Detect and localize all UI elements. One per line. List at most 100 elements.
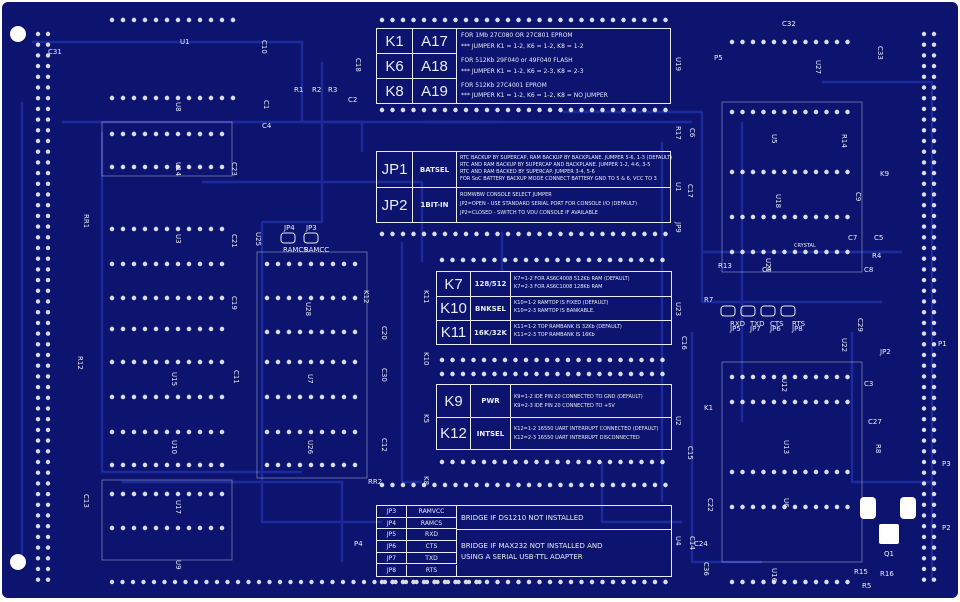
designator-label: Q1	[884, 550, 894, 558]
k12-name: INTSEL	[471, 418, 511, 449]
pcb-pad	[341, 429, 347, 435]
pcb-pad	[931, 427, 937, 433]
k11-name: 16K/32K	[471, 321, 511, 344]
pcb-pad	[845, 374, 850, 380]
pcb-pad	[35, 128, 41, 133]
pcb-pad	[642, 231, 647, 237]
designator-label: JP4	[284, 224, 295, 232]
designator-label: JP5	[730, 325, 741, 333]
pcb-pad	[477, 579, 482, 585]
pcb-pad	[544, 371, 550, 377]
pcb-pad	[35, 342, 41, 347]
pcb-pad	[481, 371, 487, 377]
pcb-trace	[100, 132, 302, 474]
designator-label: JP9	[674, 222, 682, 233]
eprom-note: *** JUMPER K1 = 1-2, K6 = 1-2, K8 = 1-2	[461, 43, 584, 50]
designator-label: C24	[694, 540, 708, 548]
pcb-pad	[197, 17, 203, 23]
pcb-pad	[921, 384, 927, 390]
pcb-pad	[610, 579, 616, 585]
pcb-pad	[792, 504, 798, 510]
pcb-pad	[109, 429, 115, 435]
pcb-pad	[771, 109, 777, 115]
pcb-pad	[544, 257, 550, 263]
transistor-pad	[879, 524, 899, 544]
pcb-pad	[267, 579, 272, 585]
pcb-pad	[341, 462, 347, 468]
pcb-pad	[537, 107, 542, 113]
pcb-pad	[921, 74, 927, 80]
pcb-pad	[649, 459, 655, 465]
pcb-pad	[411, 107, 416, 113]
pcb-pad	[610, 17, 616, 23]
pcb-pad	[131, 295, 137, 301]
pcb-pad	[921, 545, 927, 550]
designator-label: C8	[864, 266, 874, 274]
pcb-pad	[492, 459, 497, 465]
pcb-pad	[35, 310, 41, 315]
pcb-pad	[824, 109, 829, 115]
pcb-pad	[568, 482, 574, 488]
pcb-pad	[45, 342, 51, 347]
pcb-pad	[750, 109, 756, 115]
pcb-pad	[275, 329, 281, 335]
pcb-pad	[330, 462, 336, 468]
pcb-pad	[824, 399, 829, 405]
pcb-pad	[175, 295, 181, 301]
pcb-pad	[45, 42, 51, 47]
pcb-pad	[197, 525, 203, 531]
pcb-pad	[523, 459, 529, 465]
pcb-pad	[921, 245, 927, 251]
designator-label: U12	[780, 378, 788, 393]
pcb-pad	[931, 288, 937, 293]
pcb-pad	[526, 579, 532, 585]
pcb-pad	[740, 579, 745, 585]
pcb-pad	[219, 17, 225, 23]
pcb-pad	[782, 399, 787, 405]
pcb-pad	[761, 109, 766, 115]
pcb-pad	[931, 277, 937, 283]
pcb-pad	[45, 566, 51, 572]
pcb-pad	[495, 107, 500, 113]
regulator-tab	[860, 497, 876, 519]
pcb-pad	[921, 213, 927, 219]
pcb-pad	[120, 226, 126, 232]
pcb-pad	[35, 106, 41, 112]
pcb-pad	[845, 39, 850, 45]
pcb-pad	[35, 384, 41, 390]
pcb-pad	[921, 427, 927, 433]
designator-label: RAMCS	[283, 246, 308, 254]
pcb-pad	[308, 261, 314, 267]
pcb-pad	[631, 482, 637, 488]
pcb-pad	[921, 160, 927, 165]
pcb-pad	[568, 17, 574, 23]
pcb-pad	[740, 469, 745, 475]
pcb-pad	[411, 17, 416, 23]
pcb-pad	[45, 224, 51, 229]
pcb-pad	[513, 257, 518, 263]
pcb-pad	[297, 261, 303, 267]
pcb-pad	[921, 331, 927, 336]
pcb-pad	[45, 556, 51, 561]
pcb-pad	[197, 95, 203, 101]
pcb-pad	[421, 17, 427, 23]
pcb-pad	[931, 470, 937, 475]
pcb-pad	[931, 513, 937, 518]
pcb-pad	[921, 502, 927, 507]
pcb-pad	[35, 96, 41, 101]
pcb-pad	[516, 17, 521, 23]
pcb-pad	[164, 261, 170, 267]
pcb-pad	[275, 394, 281, 400]
designator-label: R8	[874, 444, 882, 454]
pcb-pad	[463, 482, 469, 488]
pcb-pad	[308, 359, 314, 365]
designator-label: U16	[770, 568, 778, 583]
pcb-pad	[568, 231, 574, 237]
pcb-pad	[297, 429, 303, 435]
pcb-pad	[484, 231, 490, 237]
pcb-pad	[286, 261, 292, 267]
pcb-pad	[400, 231, 406, 237]
pcb-pad	[576, 357, 581, 363]
pcb-pad	[341, 329, 347, 335]
pcb-pad	[845, 579, 850, 585]
